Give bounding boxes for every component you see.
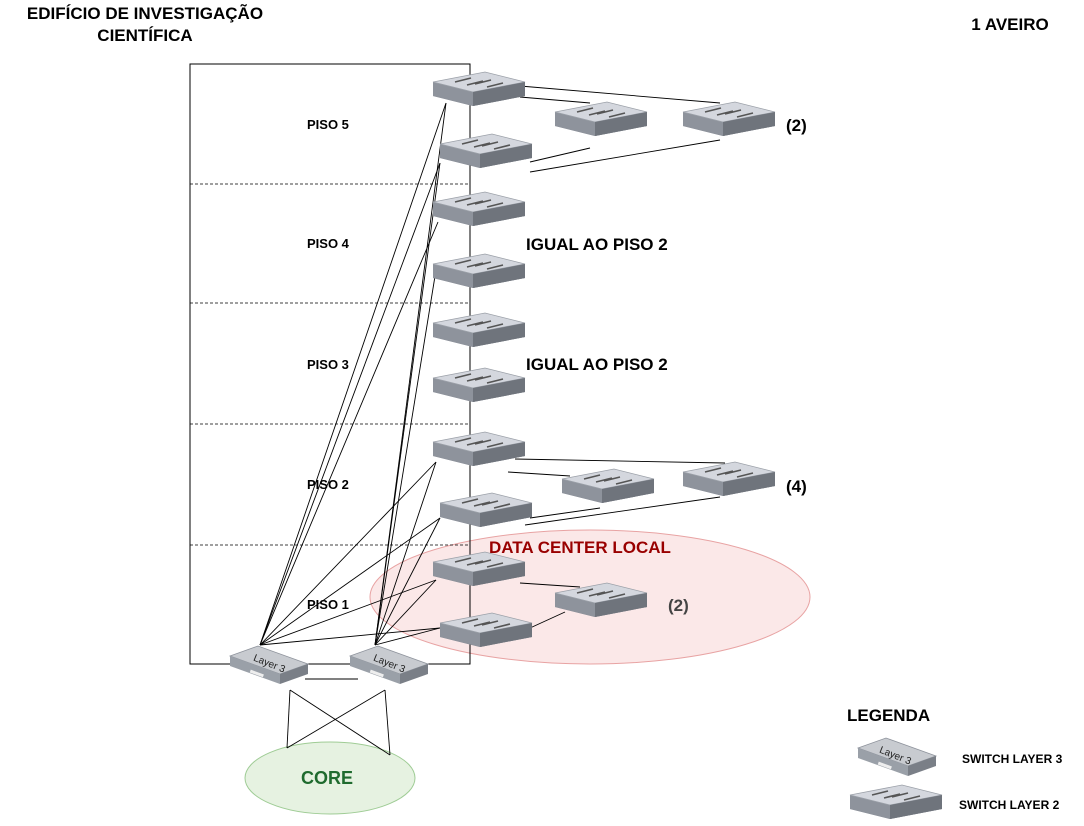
floor-label-3: PISO 3	[307, 357, 349, 372]
layer2-switch-icon	[849, 784, 943, 820]
legend-item-layer3: SWITCH LAYER 3	[962, 752, 1063, 766]
floor-label-1: PISO 1	[307, 597, 349, 612]
site-label: 1 AVEIRO	[971, 15, 1049, 34]
connections	[259, 85, 726, 756]
floor-5-count: (2)	[786, 116, 807, 135]
layer2-switch-icon	[432, 367, 526, 403]
data-center-label: DATA CENTER LOCAL	[489, 538, 671, 557]
layer2-switch-icon	[432, 71, 526, 107]
layer2-switch-icon	[439, 492, 533, 528]
floor-label-5: PISO 5	[307, 117, 349, 132]
floor-label-4: PISO 4	[307, 236, 349, 251]
layer2-switch-icon	[554, 101, 648, 137]
layer2-switch-icon	[682, 461, 776, 497]
layer2-switch-icon	[432, 253, 526, 289]
legend-title: LEGENDA	[847, 706, 931, 725]
core-label: CORE	[301, 768, 354, 788]
building-title-line2: CIENTÍFICA	[97, 26, 193, 45]
floor-2-count: (4)	[786, 477, 807, 496]
layer2-switch-icon	[432, 312, 526, 348]
building-title-line1: EDIFÍCIO DE INVESTIGAÇÃO	[26, 4, 264, 23]
floor-label-2: PISO 2	[307, 477, 349, 492]
layer2-switch-icon	[561, 468, 655, 504]
core-zone	[244, 741, 416, 815]
building-title: EDIFÍCIO DE INVESTIGAÇÃO CIENTÍFICA	[0, 3, 290, 47]
building-outline	[189, 63, 471, 665]
floor-1-count: (2)	[668, 596, 689, 615]
floor-3-note: IGUAL AO PISO 2	[526, 355, 668, 374]
legend-item-layer2: SWITCH LAYER 2	[959, 798, 1060, 812]
layer2-switch-icon	[682, 101, 776, 137]
layer2-switch-icon	[432, 191, 526, 227]
floor-4-note: IGUAL AO PISO 2	[526, 235, 668, 254]
layer2-switch-icon	[432, 431, 526, 467]
layer2-switch-icon	[439, 133, 533, 169]
